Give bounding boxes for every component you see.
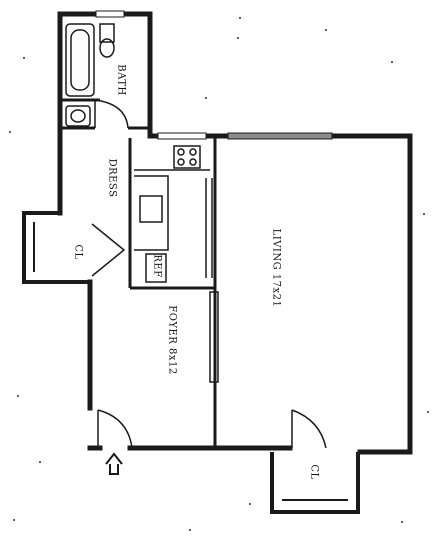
closet-left-label: CL	[72, 244, 84, 260]
kitchen	[134, 145, 213, 283]
closet-bottom-label: CL	[308, 464, 320, 480]
doors	[94, 99, 133, 449]
entry-arrow-icon	[105, 452, 123, 475]
bath-door	[94, 99, 129, 129]
closet-left	[22, 211, 126, 284]
bathtub-icon	[65, 23, 95, 97]
window-bath	[95, 10, 125, 18]
refrigerator-label: REF	[151, 254, 163, 278]
refrigerator-box	[145, 253, 167, 283]
entry-door	[97, 409, 133, 449]
closet-bottom	[270, 409, 360, 514]
closet-left-outline	[22, 211, 92, 284]
sink-icon	[65, 105, 91, 127]
closet-bottom-door	[291, 409, 327, 449]
window-top-living	[227, 132, 333, 140]
stove-icon	[173, 145, 201, 169]
kitchen-sink	[139, 195, 163, 223]
window-top-kitchen	[157, 132, 207, 140]
bath-label: BATH	[115, 64, 127, 96]
dress-label: DRESS	[106, 158, 118, 198]
closet-left-door	[91, 223, 126, 277]
toilet-icon	[99, 23, 115, 58]
closet-bottom-outline	[270, 452, 360, 514]
living-label: LIVING 17x21	[270, 228, 282, 308]
foyer-closet-doors	[209, 291, 219, 383]
kitchen-cabinet-line	[205, 178, 213, 278]
walls	[57, 11, 413, 455]
foyer-label: FOYER 8x12	[166, 305, 178, 375]
scan-noise	[9, 17, 429, 531]
partitions	[62, 98, 217, 448]
kitchen-counter	[134, 169, 210, 251]
windows	[95, 10, 333, 140]
